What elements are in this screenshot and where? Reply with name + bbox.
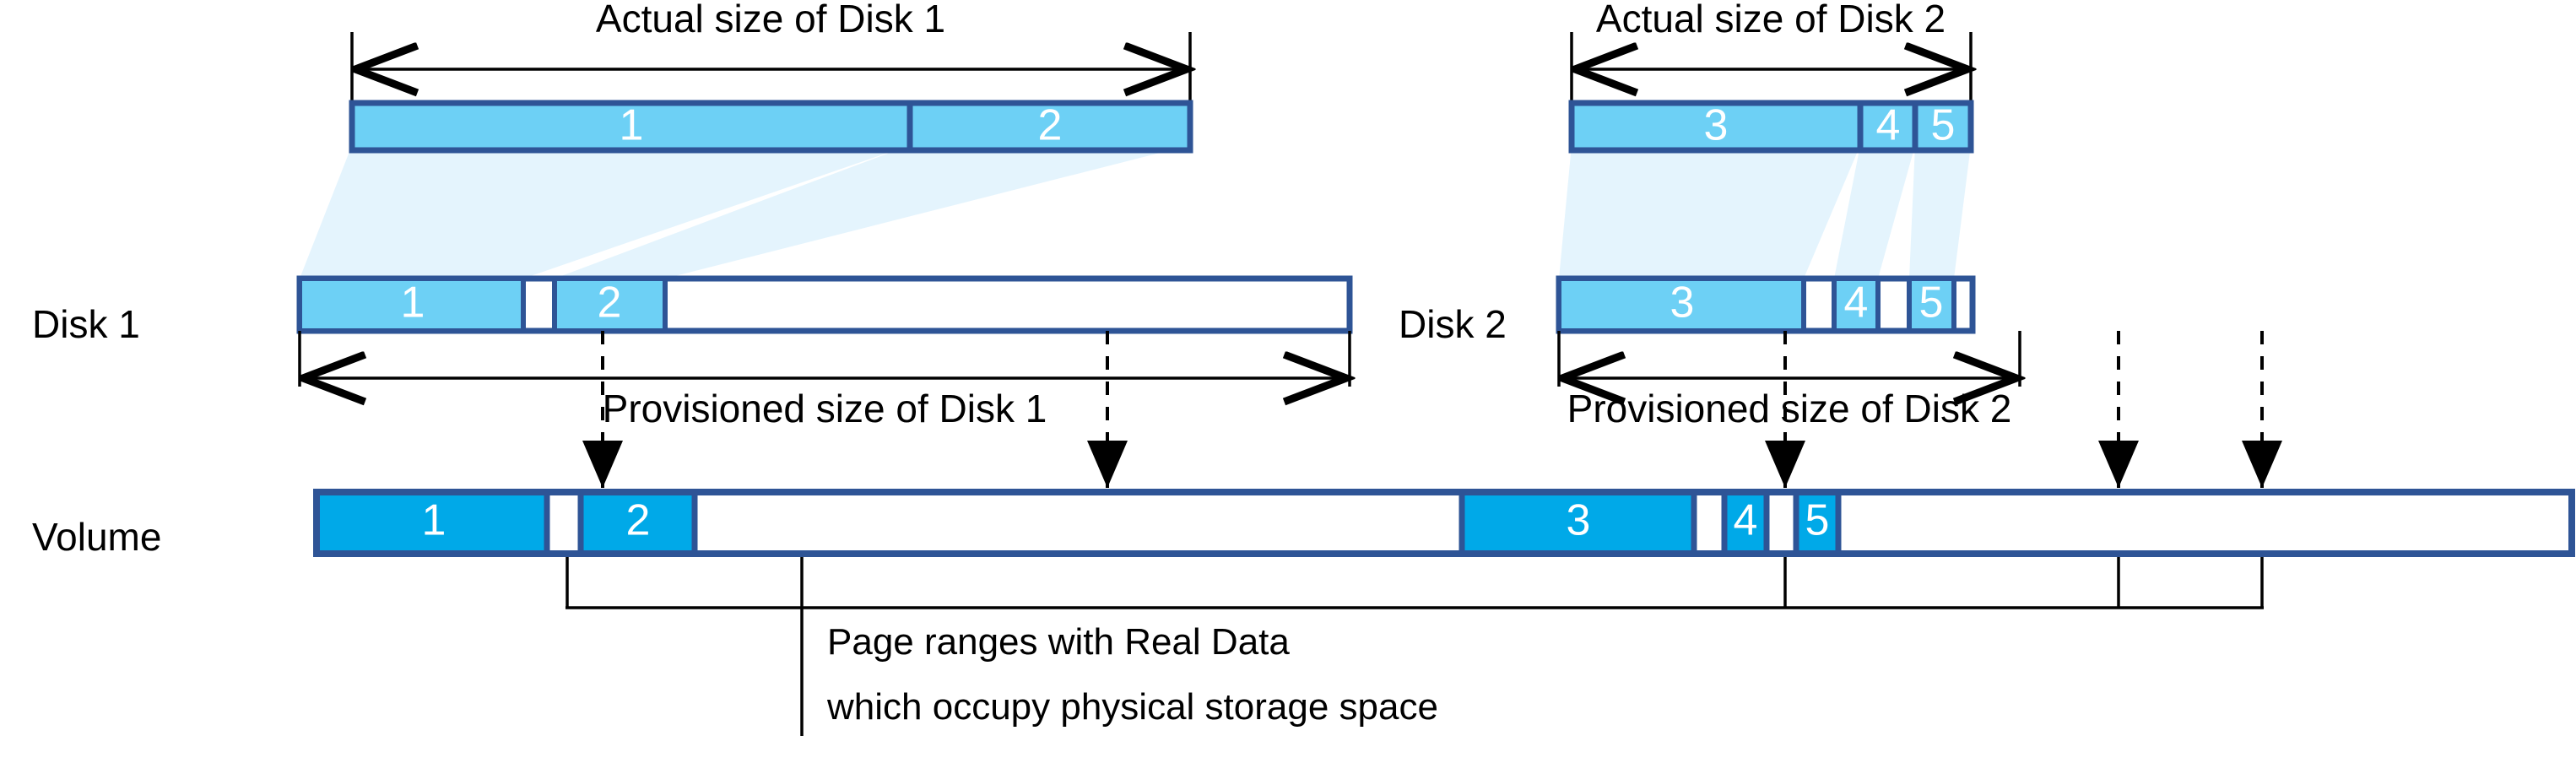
actual-disk1-cell-2: 2 xyxy=(1038,101,1063,150)
disk2-provisioned-cell-5: 5 xyxy=(1919,279,1944,327)
row-label-disk2: Disk 2 xyxy=(1399,302,1507,346)
row-label-disk1: Disk 1 xyxy=(32,302,140,346)
provisioned-size-disk2-label: Provisioned size of Disk 2 xyxy=(1567,387,2012,430)
projection-shapes-disk2 xyxy=(1559,145,1971,279)
volume-bar: 1 2 3 4 5 xyxy=(313,489,2575,557)
provisioned-bar-disk1: 1 2 xyxy=(296,275,1353,334)
real-data-bracket xyxy=(566,557,2264,736)
volume-cell-1: 1 xyxy=(422,496,446,545)
actual-bar-disk1: 1 2 xyxy=(349,100,1193,154)
caption-line-1: Page ranges with Real Data xyxy=(827,621,1290,663)
volume-cell-2: 2 xyxy=(626,496,651,545)
disk2-provisioned-cell-4: 4 xyxy=(1844,279,1869,327)
actual-size-disk1-label: Actual size of Disk 1 xyxy=(596,0,945,41)
volume-cell-3: 3 xyxy=(1567,496,1591,545)
real-data-caption: Page ranges with Real Data which occupy … xyxy=(826,621,1438,728)
caption-line-2: which occupy physical storage space xyxy=(826,686,1438,728)
mapping-arrow-leaders xyxy=(601,331,2264,397)
provisioned-size-disk1-dimension: Provisioned size of Disk 1 xyxy=(298,331,1350,430)
actual-size-disk1-dimension: Actual size of Disk 1 xyxy=(350,0,1190,103)
actual-disk2-cell-4: 4 xyxy=(1876,101,1901,150)
actual-size-disk2-label: Actual size of Disk 2 xyxy=(1596,0,1946,41)
actual-size-disk2-dimension: Actual size of Disk 2 xyxy=(1570,0,1971,103)
provisioned-bar-disk2: 3 4 5 xyxy=(1556,275,1976,334)
row-label-volume: Volume xyxy=(32,515,161,559)
projection-shapes-disk1 xyxy=(300,145,1190,279)
disk2-provisioned-cell-3: 3 xyxy=(1670,279,1695,327)
actual-disk2-cell-5: 5 xyxy=(1931,101,1956,150)
provisioned-size-disk2-dimension: Provisioned size of Disk 2 xyxy=(1557,331,2020,430)
provisioned-size-disk1-label: Provisioned size of Disk 1 xyxy=(603,387,1047,430)
actual-bar-disk2: 3 4 5 xyxy=(1568,100,1974,154)
volume-cell-4: 4 xyxy=(1734,496,1758,545)
disk1-provisioned-cell-1: 1 xyxy=(401,279,425,327)
disk1-provisioned-cell-2: 2 xyxy=(598,279,622,327)
volume-cell-5: 5 xyxy=(1805,496,1830,545)
actual-disk2-cell-3: 3 xyxy=(1704,101,1729,150)
actual-disk1-cell-1: 1 xyxy=(620,101,644,150)
